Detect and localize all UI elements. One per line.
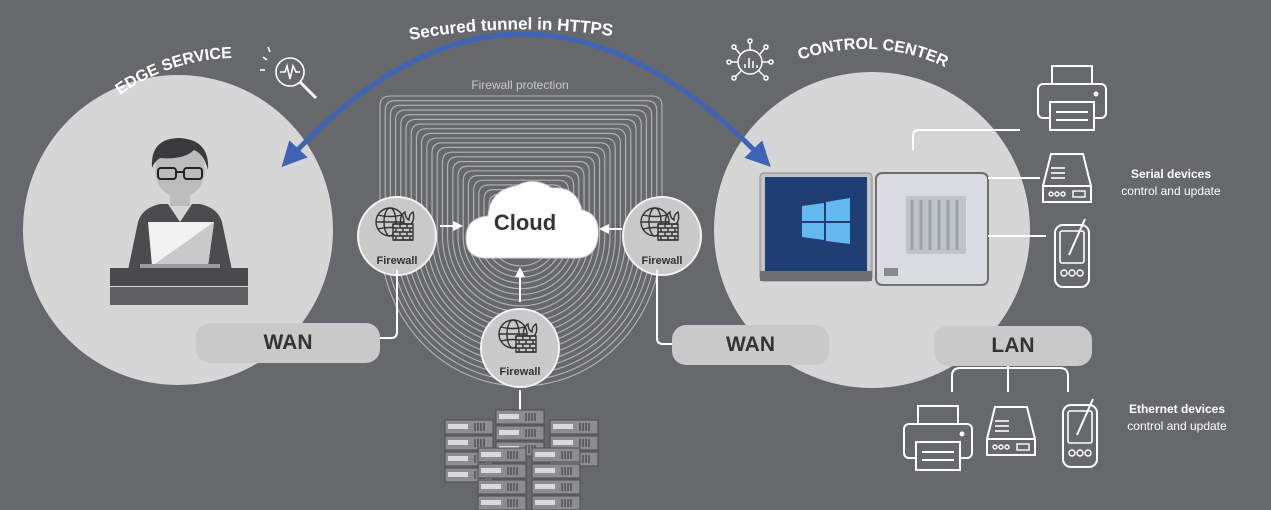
server-drive-slot [499, 430, 519, 435]
serial-devices-title: Serial devices [1130, 167, 1212, 181]
hard-drive-icon [1042, 153, 1092, 203]
server-drive-slot [448, 456, 468, 461]
firewall-icon [498, 319, 538, 353]
server-drive-slot [481, 500, 501, 505]
shield-ring [405, 118, 637, 358]
server-drive-slot [481, 468, 501, 473]
shield-ring [389, 104, 653, 376]
printer-connector [912, 129, 1020, 150]
handheld-device-icon [1054, 218, 1090, 288]
shield-ring [410, 123, 632, 353]
server-drive-slot [553, 424, 573, 429]
server-rack-icon [444, 409, 599, 510]
right-wan-connector [656, 270, 672, 345]
panel-pc-back-icon [875, 172, 989, 286]
serial-devices-subtitle: control and update [1121, 184, 1221, 198]
firewall-protection-label: Firewall protection [471, 78, 569, 92]
desk [110, 268, 248, 305]
firewall-left-label: Firewall [376, 255, 418, 267]
wan-right-pill: WAN [672, 325, 829, 365]
firewall-icon [640, 207, 680, 241]
firewall-left [357, 196, 437, 276]
server-drive-slot [448, 440, 468, 445]
shield-ring [462, 170, 580, 295]
ethernet-devices-subtitle: control and update [1127, 419, 1227, 433]
server-drive-slot [481, 484, 501, 489]
server-drive-slot [448, 472, 468, 477]
shield-ring [421, 132, 621, 341]
shield-ring [415, 128, 627, 347]
shield-ring [426, 137, 616, 336]
firewall-right [622, 196, 702, 276]
shield-ring [395, 109, 647, 370]
panel-pc-front-icon [759, 172, 873, 282]
lan-pill: LAN [934, 326, 1092, 366]
lan-tree-connector [951, 366, 1069, 392]
firewall-right-label: Firewall [641, 255, 683, 267]
ethernet-devices-title: Ethernet devices [1128, 402, 1226, 416]
firewall-bottom-label: Firewall [499, 366, 541, 378]
https-tunnel-arrow [281, 31, 771, 168]
cloud-label: Cloud [493, 210, 557, 235]
control-center-label: CONTROL CENTER [796, 36, 951, 71]
network-analytics-icon [726, 38, 774, 81]
server-drive-slot [481, 452, 501, 457]
handheld-device-icon [1062, 398, 1098, 468]
firewall-bottom [480, 308, 560, 388]
wan-left-pill: WAN [196, 323, 380, 363]
hard-drive-icon [986, 406, 1036, 456]
firewall-icon [375, 207, 415, 241]
server-drive-slot [535, 484, 555, 489]
shield-ring [379, 95, 663, 387]
left-wan-connector [380, 270, 398, 339]
server-drive-slot [535, 452, 555, 457]
shield-ring [400, 114, 642, 364]
server-drive-slot [448, 424, 468, 429]
printer-icon [903, 405, 973, 471]
cloud-icon [465, 181, 599, 259]
monitor-pulse-icon [260, 46, 318, 100]
printer-icon [1037, 65, 1107, 131]
server-drive-slot [499, 414, 519, 419]
laptop-icon [140, 222, 220, 268]
server-drive-slot [553, 440, 573, 445]
shield-ring [384, 100, 658, 381]
server-drive-slot [535, 500, 555, 505]
server-drive-slot [535, 468, 555, 473]
